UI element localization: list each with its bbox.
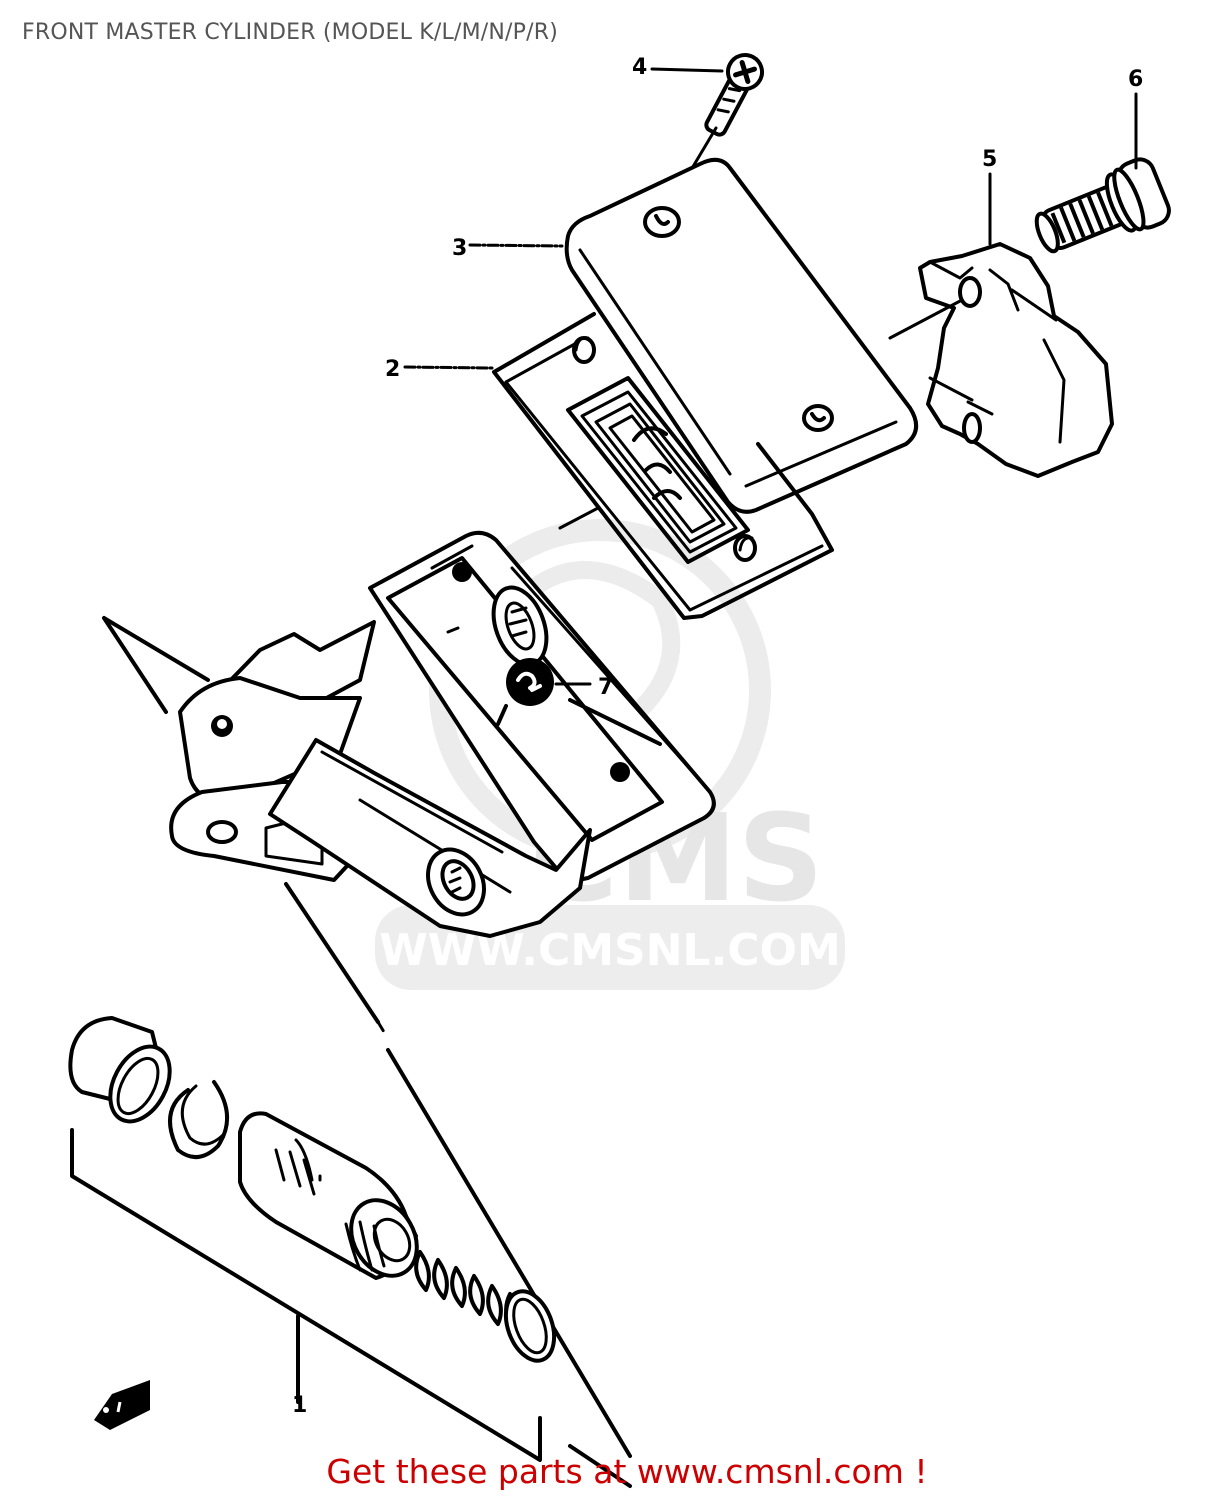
- footer-cta[interactable]: Get these parts at www.cmsnl.com !: [0, 1452, 1218, 1491]
- callout-1: 1: [292, 1393, 307, 1418]
- callout-3: 3: [452, 236, 467, 261]
- callout-6: 6: [1128, 67, 1143, 92]
- leader-line: [376, 1020, 386, 1034]
- front-arrow-icon: [94, 1380, 150, 1430]
- leader-line: [102, 616, 210, 714]
- leader-line: [284, 882, 380, 1024]
- callouts: 4 6 5 3 2 7 1: [292, 55, 1143, 1418]
- holder-clamp[interactable]: [918, 242, 1114, 478]
- leader-line: [386, 1048, 632, 1458]
- spring: [414, 1250, 557, 1363]
- footer-cta-link[interactable]: Get these parts at www.cmsnl.com !: [326, 1452, 928, 1491]
- diaphragm[interactable]: [492, 312, 834, 620]
- master-cylinder-body[interactable]: [169, 530, 716, 938]
- callout-5: 5: [982, 147, 997, 172]
- diaphragm-plate[interactable]: [506, 658, 592, 706]
- piston-cup-set[interactable]: [68, 1016, 632, 1488]
- leader-line: [568, 698, 662, 746]
- callout-2: 2: [385, 357, 400, 382]
- holder-bolt[interactable]: [1027, 155, 1173, 267]
- reservoir-cap[interactable]: [564, 157, 918, 514]
- callout-4: 4: [632, 55, 647, 80]
- callout-7: 7: [598, 675, 613, 700]
- page-title: FRONT MASTER CYLINDER (MODEL K/L/M/N/P/R…: [22, 20, 558, 45]
- watermark-url: WWW.CMSNL.COM: [379, 925, 841, 976]
- leader-line: [496, 704, 508, 726]
